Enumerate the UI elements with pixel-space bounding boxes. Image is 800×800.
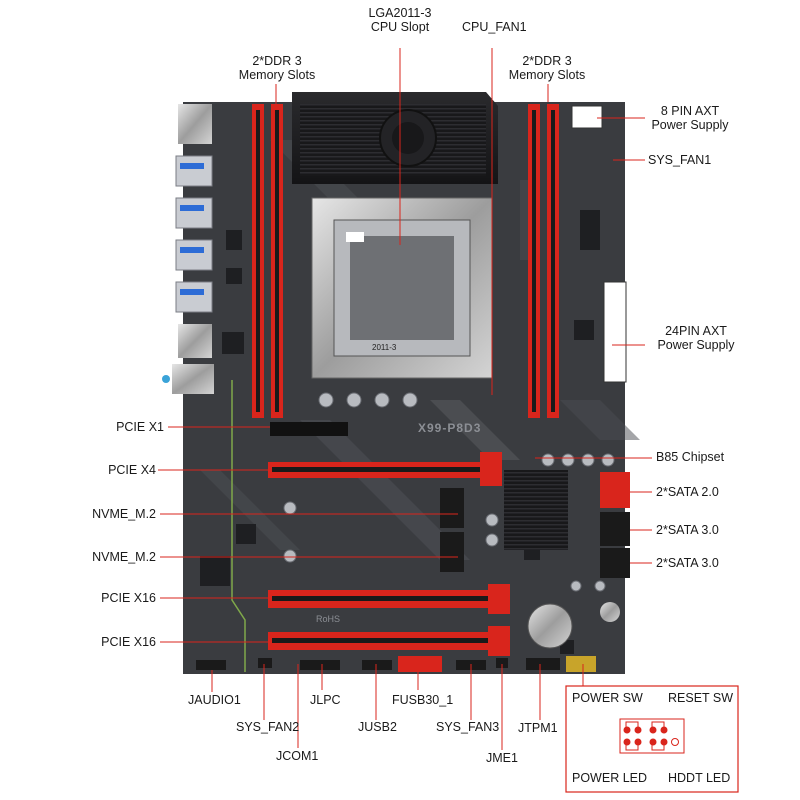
chipset-heatsink (504, 470, 568, 550)
label-ddr-right-line1: 2*DDR 3 (522, 54, 572, 68)
leader-lines (158, 48, 652, 750)
label-sata-30-a: 2*SATA 3.0 (656, 523, 719, 537)
label-sys-fan2: SYS_FAN2 (236, 720, 300, 734)
label-sys-fan3: SYS_FAN3 (436, 720, 500, 734)
cpu-socket: 2011-3 (311, 197, 493, 379)
label-ddr-left: 2*DDR 3 Memory Slots (222, 54, 332, 82)
model-marking: X99-P8D3 (418, 421, 481, 435)
cmos-battery (527, 603, 573, 649)
label-jtpm: JTPM1 (518, 721, 558, 735)
label-cpu-fan: CPU_FAN1 (462, 20, 527, 34)
label-jusb2: JUSB2 (358, 720, 397, 734)
ram-slots (252, 104, 559, 418)
label-pcie-x1: PCIE X1 (116, 420, 164, 434)
label-sata-30-b: 2*SATA 3.0 (656, 556, 719, 570)
label-reset-sw: RESET SW (668, 691, 734, 705)
label-fusb30: FUSB30_1 (392, 693, 454, 707)
pcie-x1-slot (270, 422, 348, 436)
label-sata-20: 2*SATA 2.0 (656, 485, 719, 499)
label-8pin-line1: 8 PIN AXT (660, 104, 720, 118)
label-jcom: JCOM1 (276, 749, 319, 763)
front-panel-diagram (565, 685, 739, 793)
label-24pin-line1: 24PIN AXT (665, 324, 727, 338)
label-jaudio: JAUDIO1 (188, 693, 241, 707)
rohs-marking: RoHS (316, 614, 340, 624)
label-power-led: POWER LED (572, 771, 648, 785)
label-sys-fan1: SYS_FAN1 (648, 153, 712, 167)
label-power-sw: POWER SW (572, 691, 643, 705)
label-ddr-right: 2*DDR 3 Memory Slots (492, 54, 602, 82)
label-jme: JME1 (486, 751, 518, 765)
label-8pin-power: 8 PIN AXT Power Supply (640, 104, 740, 132)
label-chipset: B85 Chipset (656, 450, 725, 464)
capacitors (283, 392, 615, 592)
label-jlpc: JLPC (310, 693, 341, 707)
vrm-heatsink (292, 92, 498, 184)
label-8pin-line2: Power Supply (651, 118, 729, 132)
sata-ports (600, 472, 630, 578)
label-cpu-socket-line1: LGA2011-3 (368, 6, 432, 20)
label-pcie-x16-b: PCIE X16 (101, 635, 156, 649)
label-nvme-2: NVME_M.2 (92, 550, 156, 564)
pcie-x4-slot (268, 452, 502, 486)
label-pcie-x16-a: PCIE X16 (101, 591, 156, 605)
power-connectors (571, 105, 627, 383)
label-cpu-socket: LGA2011-3 CPU Slopt (352, 6, 448, 34)
label-ddr-left-line1: 2*DDR 3 (252, 54, 302, 68)
label-24pin-power: 24PIN AXT Power Supply (646, 324, 746, 352)
label-nvme-1: NVME_M.2 (92, 507, 156, 521)
rear-io (162, 104, 214, 394)
label-pcie-x4: PCIE X4 (108, 463, 156, 477)
label-cpu-socket-line2: CPU Slopt (370, 20, 430, 34)
pcie-x16-slots (268, 584, 510, 656)
nvme-slots (440, 488, 464, 572)
label-hddt-led: HDDT LED (668, 771, 731, 785)
label-24pin-line2: Power Supply (657, 338, 735, 352)
socket-marking: 2011-3 (372, 343, 397, 352)
label-ddr-left-line2: Memory Slots (238, 68, 316, 82)
label-ddr-right-line2: Memory Slots (508, 68, 586, 82)
